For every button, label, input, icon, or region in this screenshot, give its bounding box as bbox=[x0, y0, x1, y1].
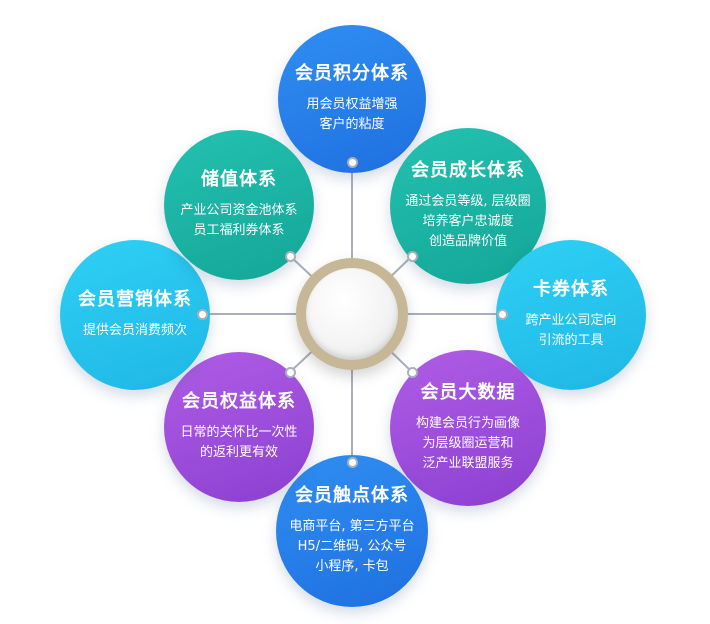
node-title: 会员成长体系 bbox=[411, 160, 525, 181]
connector-dot bbox=[406, 366, 418, 378]
node-title: 会员触点体系 bbox=[295, 485, 409, 506]
node-desc-line: 为层级圈运营和 bbox=[422, 436, 514, 451]
node-desc-line: 电商平台, 第三方平台 bbox=[289, 519, 415, 534]
node-desc-line: 通过会员等级, 层级圈 bbox=[405, 194, 531, 209]
connector-dot bbox=[284, 366, 296, 378]
node-desc-line: 小程序, 卡包 bbox=[315, 559, 389, 574]
node-desc-line: 泛产业联盟服务 bbox=[422, 456, 514, 471]
node-desc-line: 日常的关怀比一次性 bbox=[180, 425, 298, 440]
node-points-system: 会员积分体系 用会员权益增强 客户的粘度 bbox=[278, 25, 426, 173]
node-title: 卡券体系 bbox=[533, 279, 609, 300]
connector-dot bbox=[346, 456, 358, 468]
node-desc-line: 培养客户忠诚度 bbox=[422, 214, 514, 229]
node-bigdata-system: 会员大数据 构建会员行为画像 为层级圈运营和 泛产业联盟服务 bbox=[390, 350, 546, 506]
node-desc-line: 产业公司资金池体系 bbox=[180, 203, 298, 218]
node-title: 会员营销体系 bbox=[78, 289, 192, 310]
center-hub bbox=[296, 258, 408, 370]
connector-dot bbox=[196, 308, 208, 320]
node-title: 会员积分体系 bbox=[295, 63, 409, 84]
connector-dot bbox=[496, 308, 508, 320]
node-marketing-system: 会员营销体系 提供会员消费频次 bbox=[60, 240, 210, 390]
connector-dot bbox=[406, 250, 418, 262]
node-desc-line: 客户的粘度 bbox=[319, 117, 385, 132]
node-desc-line: 引流的工具 bbox=[538, 333, 604, 348]
node-touchpoint-system: 会员触点体系 电商平台, 第三方平台 H5/二维码, 公众号 小程序, 卡包 bbox=[276, 455, 428, 607]
node-coupon-system: 卡券体系 跨产业公司定向 引流的工具 bbox=[496, 240, 646, 390]
node-title: 会员权益体系 bbox=[182, 391, 296, 412]
node-desc-line: 跨产业公司定向 bbox=[525, 313, 617, 328]
node-desc-line: 的返利更有效 bbox=[199, 445, 278, 460]
node-desc-line: 员工福利券体系 bbox=[193, 223, 285, 238]
node-title: 会员大数据 bbox=[420, 382, 516, 403]
connector-dot bbox=[284, 250, 296, 262]
center-hub-inner bbox=[306, 268, 398, 360]
node-desc-line: H5/二维码, 公众号 bbox=[297, 539, 407, 554]
node-desc-line: 用会员权益增强 bbox=[306, 97, 398, 112]
connector-dot bbox=[346, 156, 358, 168]
node-desc-line: 创造品牌价值 bbox=[428, 234, 507, 249]
node-desc-line: 构建会员行为画像 bbox=[415, 416, 520, 431]
node-desc-line: 提供会员消费频次 bbox=[82, 323, 187, 338]
node-title: 储值体系 bbox=[201, 169, 277, 190]
